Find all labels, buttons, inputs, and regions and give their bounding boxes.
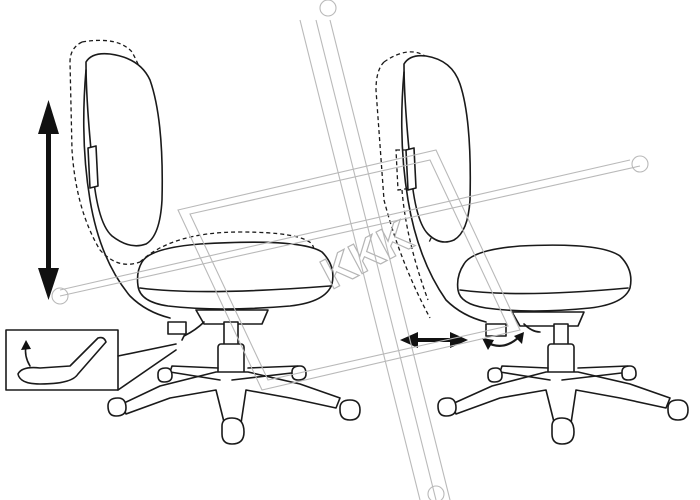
backrest-spine <box>82 69 171 319</box>
seat-cushion <box>456 244 632 312</box>
left-chair-figure <box>5 39 361 445</box>
raised-backrest-top <box>81 39 161 151</box>
seat-mechanism <box>195 309 269 325</box>
tilt-rotation-arrowhead-left <box>482 338 494 350</box>
caster-wheel <box>551 417 575 445</box>
callout-pointer <box>117 343 177 391</box>
caster-wheel <box>339 399 361 421</box>
caster-wheel <box>621 365 637 381</box>
tilt-knob <box>485 323 507 337</box>
casters-left <box>107 365 361 445</box>
casters-right <box>437 365 689 445</box>
height-adjust-arrow <box>38 100 59 300</box>
seat-mechanism <box>511 311 585 327</box>
raised-backrest-outline <box>69 41 141 265</box>
caster-wheel <box>437 397 457 417</box>
backrest-knob <box>87 145 99 189</box>
backrest-knob <box>405 147 417 191</box>
tilt-rotation-arrowhead-right <box>514 332 524 344</box>
tilt-lever <box>523 323 541 333</box>
star-base-left-leg <box>169 365 221 381</box>
rear-backrest-outline-4 <box>401 189 429 301</box>
lever-lift-arrowhead <box>21 340 31 350</box>
seat-seam <box>139 285 331 293</box>
depth-adjust-arrow <box>400 332 468 348</box>
seat-cushion <box>136 241 334 310</box>
lever-detail-callout <box>5 329 177 391</box>
tilt-knob <box>167 321 187 335</box>
caster-wheel <box>157 367 173 383</box>
star-base-left-leg <box>499 365 551 381</box>
rear-backrest-outline-1 <box>375 61 431 319</box>
caster-wheel <box>667 399 689 421</box>
caster-wheel <box>107 397 127 417</box>
caster-wheel <box>487 367 503 383</box>
right-chair-figure <box>375 51 689 445</box>
backrest-spine <box>400 71 487 323</box>
backrest <box>85 52 164 247</box>
caster-wheel <box>221 417 245 445</box>
seat-seam <box>459 287 629 295</box>
lever-icon <box>17 336 107 385</box>
